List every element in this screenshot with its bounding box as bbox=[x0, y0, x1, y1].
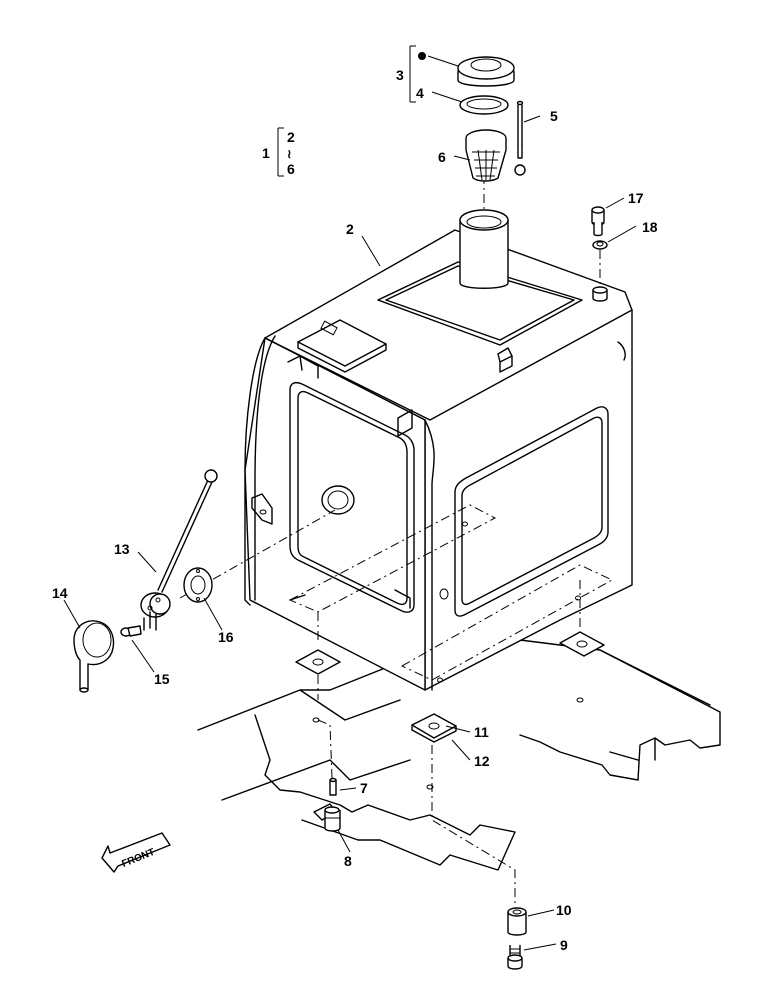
callout-11: 11 bbox=[474, 724, 489, 740]
callout-15: 15 bbox=[154, 671, 170, 687]
pads bbox=[295, 631, 605, 743]
callout-1: 1 bbox=[262, 145, 270, 161]
callout-leaders bbox=[63, 45, 637, 951]
callout-12: 12 bbox=[474, 753, 490, 769]
mount-collar-bolt bbox=[507, 907, 527, 970]
callout-10: 10 bbox=[556, 902, 572, 918]
callout-1-range-end: 6 bbox=[287, 161, 295, 177]
callout-2: 2 bbox=[346, 221, 354, 237]
callout-18: 18 bbox=[642, 219, 658, 235]
callout-13: 13 bbox=[114, 541, 130, 557]
callout-17: 17 bbox=[628, 190, 644, 206]
callout-4: 4 bbox=[416, 85, 424, 101]
frame bbox=[197, 639, 721, 871]
callout-7: 7 bbox=[360, 780, 368, 796]
mount-outlines bbox=[288, 504, 614, 681]
callout-1-range-start: 2 bbox=[287, 129, 295, 145]
callout-9: 9 bbox=[560, 937, 568, 953]
hydraulic-tank bbox=[244, 209, 633, 691]
callout-16: 16 bbox=[218, 629, 234, 645]
callout-8: 8 bbox=[344, 853, 352, 869]
callout-5: 5 bbox=[550, 108, 558, 124]
drain-valve bbox=[313, 777, 341, 832]
callout-labels: 1 2 ≀ 6 2 3 4 5 6 7 8 9 10 11 12 13 14 1… bbox=[52, 67, 658, 953]
callout-3: 3 bbox=[396, 67, 404, 83]
callout-14: 14 bbox=[52, 585, 68, 601]
front-arrow: FRONT bbox=[101, 832, 171, 873]
callout-6: 6 bbox=[438, 149, 446, 165]
callout-1-range-tilde: ≀ bbox=[287, 147, 292, 161]
bolt-and-washer bbox=[591, 206, 608, 250]
cap-assembly bbox=[457, 56, 526, 182]
float-switch bbox=[73, 469, 218, 693]
